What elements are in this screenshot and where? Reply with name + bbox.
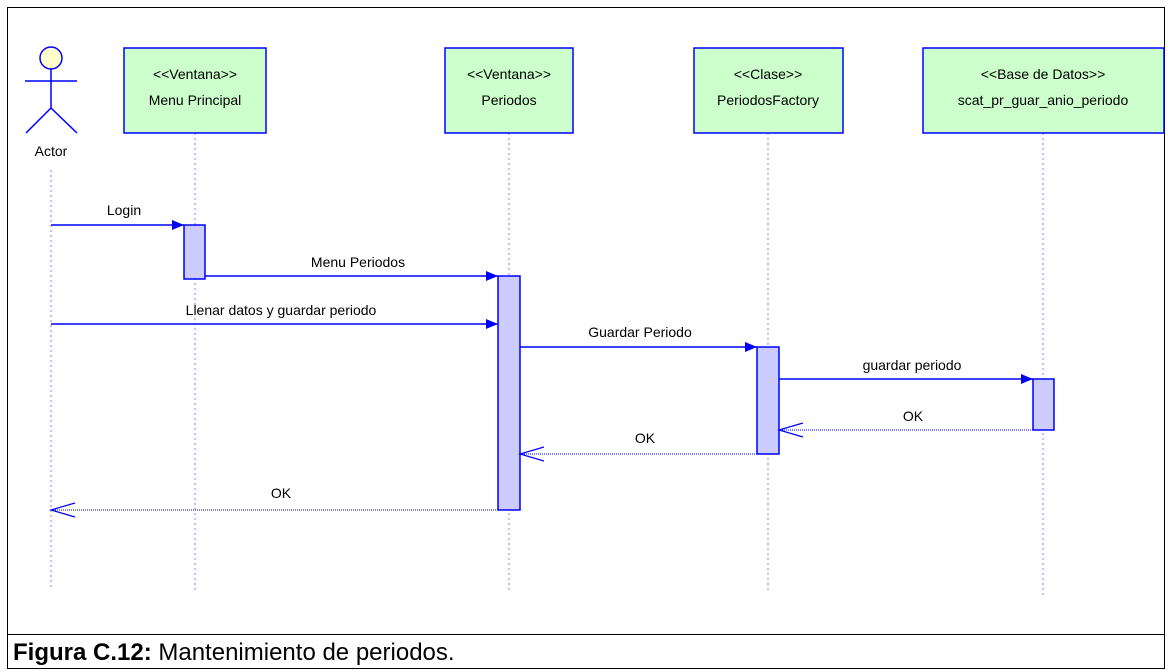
message-guardar-periodo-db-arrow bbox=[779, 374, 1033, 384]
participant-periodos-factory: <<Clase>> PeriodosFactory bbox=[693, 47, 844, 134]
participant-name: Menu Principal bbox=[149, 92, 242, 108]
participant-stereotype: <<Ventana>> bbox=[467, 66, 551, 82]
sequence-diagram: Actor <<Ventana>> Menu Principal <<Venta… bbox=[25, 46, 1165, 596]
return-ok-db-arrow bbox=[776, 422, 1033, 438]
activation-bars bbox=[183, 224, 1055, 511]
message-llenar-datos-arrow bbox=[51, 319, 498, 329]
message-label: Login bbox=[107, 202, 141, 218]
figure-caption: Figura C.12: Mantenimiento de periodos. bbox=[13, 639, 455, 667]
participant-name: scat_pr_guar_anio_periodo bbox=[958, 92, 1129, 108]
return-ok-factory-arrow bbox=[517, 446, 757, 462]
participant-name: PeriodosFactory bbox=[717, 92, 819, 108]
message-login-arrow bbox=[51, 220, 184, 230]
message-labels: Login Menu Periodos Llenar datos y guard… bbox=[107, 202, 962, 501]
message-label: Guardar Periodo bbox=[588, 324, 692, 340]
message-menu-periodos-arrow bbox=[205, 271, 498, 281]
return-messages bbox=[48, 422, 1033, 518]
message-label: OK bbox=[271, 485, 292, 501]
message-label: Menu Periodos bbox=[311, 254, 405, 270]
actor-label: Actor bbox=[35, 143, 68, 159]
return-ok-actor-arrow bbox=[48, 502, 498, 518]
figure-frame bbox=[7, 7, 1165, 669]
message-label: OK bbox=[903, 408, 924, 424]
activation-periodos-factory bbox=[756, 346, 780, 455]
lifelines bbox=[50, 133, 1044, 596]
activation-periodos bbox=[497, 275, 521, 511]
participant-periodos: <<Ventana>> Periodos bbox=[444, 47, 574, 134]
figure-caption-text: Mantenimiento de periodos. bbox=[151, 639, 455, 666]
participant-name: Periodos bbox=[481, 92, 536, 108]
message-label: OK bbox=[635, 430, 656, 446]
participant-stereotype: <<Base de Datos>> bbox=[981, 66, 1106, 82]
participant-stereotype: <<Ventana>> bbox=[153, 66, 237, 82]
activation-database bbox=[1032, 378, 1055, 431]
message-label: Llenar datos y guardar periodo bbox=[186, 302, 377, 318]
caption-divider bbox=[7, 634, 1165, 635]
figure-label: Figura C.12: bbox=[13, 639, 152, 666]
activation-menu-principal bbox=[183, 224, 206, 280]
participant-menu-principal: <<Ventana>> Menu Principal bbox=[123, 47, 267, 134]
message-label: guardar periodo bbox=[863, 357, 962, 373]
message-guardar-periodo-arrow bbox=[520, 342, 757, 352]
call-messages bbox=[51, 220, 1033, 384]
actor-figure bbox=[25, 46, 78, 134]
participant-stereotype: <<Clase>> bbox=[734, 66, 803, 82]
actor-head bbox=[39, 46, 63, 70]
participant-database: <<Base de Datos>> scat_pr_guar_anio_peri… bbox=[922, 47, 1165, 134]
